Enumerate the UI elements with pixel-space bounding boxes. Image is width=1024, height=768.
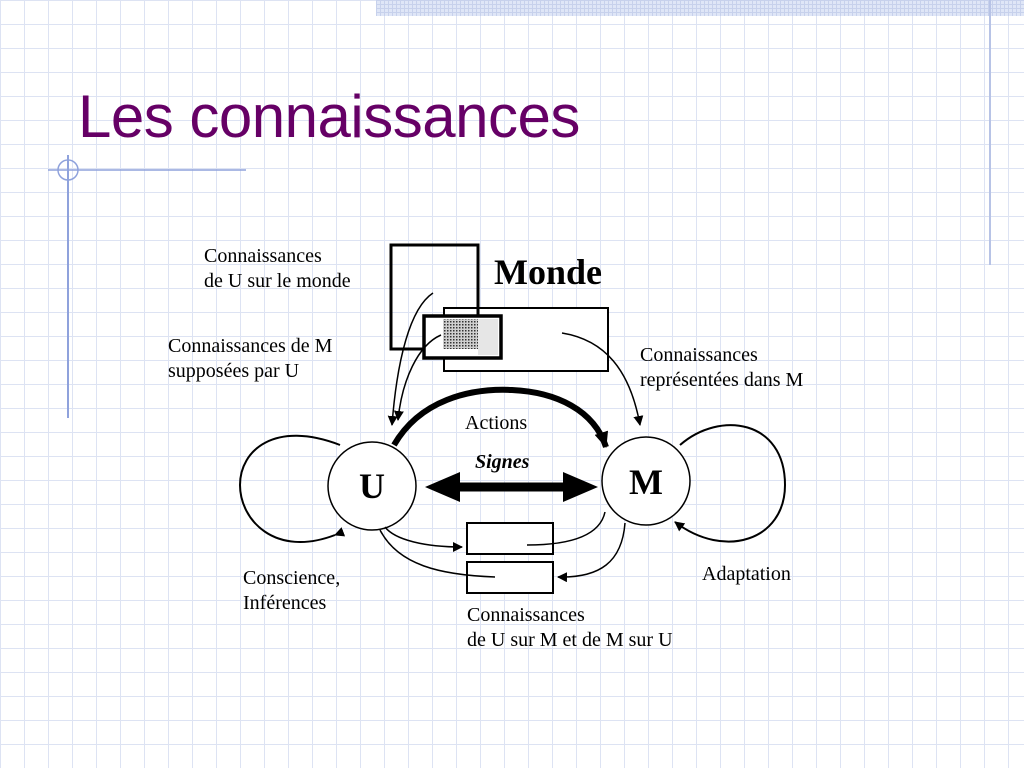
signes-label: Signes — [475, 451, 530, 473]
label-m-supposees-line1: Connaissances de M — [168, 335, 333, 357]
label-mutuelles-line1: Connaissances — [467, 604, 585, 626]
actions-label: Actions — [465, 412, 528, 434]
node-u-label: U — [359, 466, 385, 506]
label-adaptation: Adaptation — [702, 563, 791, 585]
label-u-monde-line1: Connaissances — [204, 245, 322, 267]
label-u-monde-line2: de U sur le monde — [204, 270, 351, 292]
node-m-label: M — [629, 462, 663, 502]
label-representees: Connaissances représentées dans M — [640, 343, 803, 393]
node-m — [601, 436, 691, 526]
label-m-supposees-line2: supposées par U — [168, 360, 300, 382]
monde-label: Monde — [494, 252, 602, 292]
label-conscience-line1: Conscience, — [243, 567, 341, 589]
mutual-box-upper — [466, 522, 554, 555]
label-conscience-line2: Inférences — [243, 592, 327, 614]
node-u — [327, 441, 417, 531]
label-representees-line1: Connaissances — [640, 344, 758, 366]
overlap-region — [443, 319, 478, 349]
label-representees-line2: représentées dans M — [640, 369, 804, 391]
mutual-box-lower — [466, 561, 554, 594]
header-band — [376, 0, 1024, 16]
label-u-monde: Connaissances de U sur le monde — [204, 244, 351, 294]
overlap-region-light — [478, 319, 498, 355]
label-mutuelles: Connaissances de U sur M et de M sur U — [467, 603, 673, 653]
label-m-supposees: Connaissances de M supposées par U — [168, 334, 332, 384]
label-mutuelles-line2: de U sur M et de M sur U — [467, 629, 673, 651]
page-title: Les connaissances — [78, 83, 580, 150]
label-conscience: Conscience, Inférences — [243, 566, 340, 616]
right-rule — [989, 0, 991, 265]
